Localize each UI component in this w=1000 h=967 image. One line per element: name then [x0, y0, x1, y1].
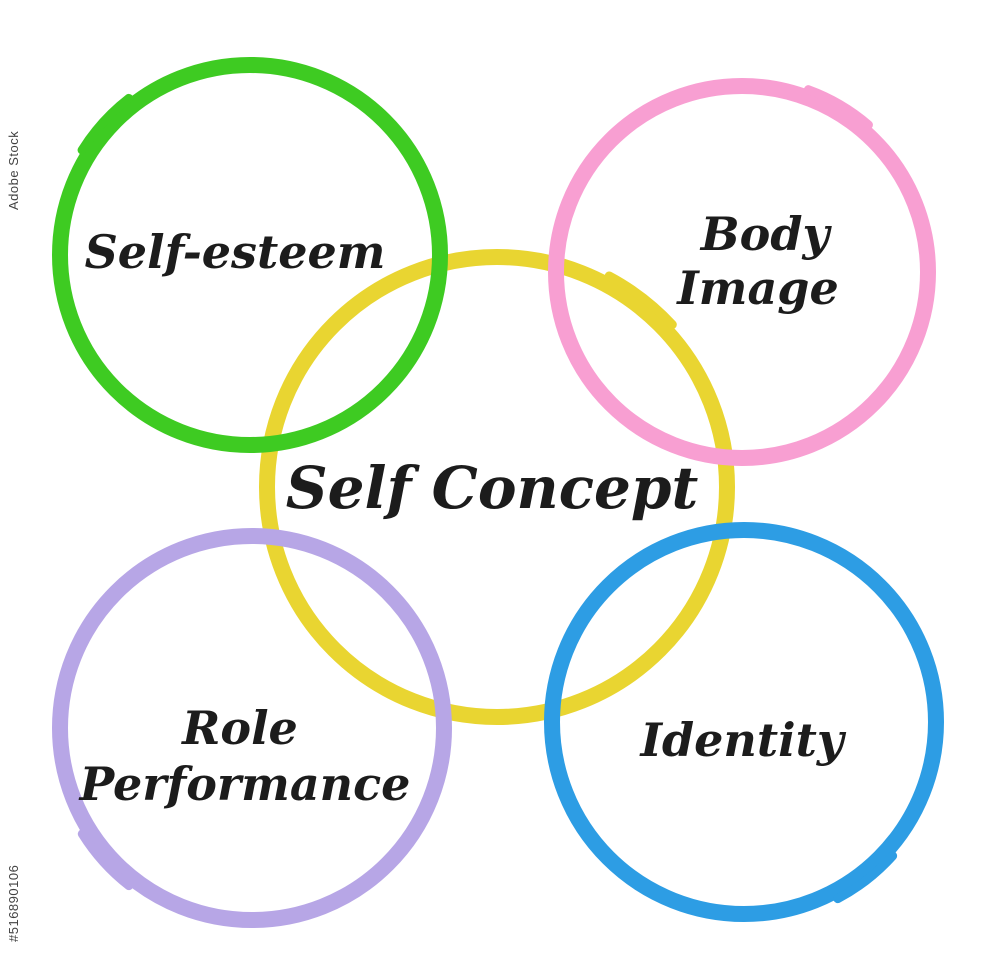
role-performance-label-line2: Performance — [78, 757, 411, 811]
self-esteem-label: Self-esteem — [85, 225, 386, 279]
watermark-id: #516890106 — [6, 864, 21, 942]
watermark-brand: Adobe Stock — [6, 130, 21, 210]
role-performance-ring — [52, 528, 452, 928]
role-performance-ring-tail — [47, 523, 457, 933]
body-image-ring — [548, 78, 936, 466]
self-esteem-circle — [47, 52, 453, 458]
self-esteem-ring — [52, 57, 448, 453]
body-image-label-line1: Body — [699, 207, 833, 261]
self-concept-circle — [253, 243, 741, 731]
role-performance-label-line1: Role — [180, 701, 298, 755]
identity-ring — [544, 522, 944, 922]
body-image-label-line2: Image — [675, 261, 838, 315]
body-image-circle — [543, 73, 941, 471]
role-performance-circle — [47, 523, 457, 933]
body-image-ring-tail — [543, 73, 941, 471]
self-concept-ring-tail — [253, 243, 741, 731]
identity-circle — [539, 517, 949, 927]
self-concept-ring — [259, 249, 735, 725]
self-esteem-ring-tail — [47, 52, 453, 458]
self-concept-label: Self Concept — [286, 454, 699, 522]
identity-label: Identity — [638, 713, 846, 767]
identity-ring-tail — [539, 517, 949, 927]
